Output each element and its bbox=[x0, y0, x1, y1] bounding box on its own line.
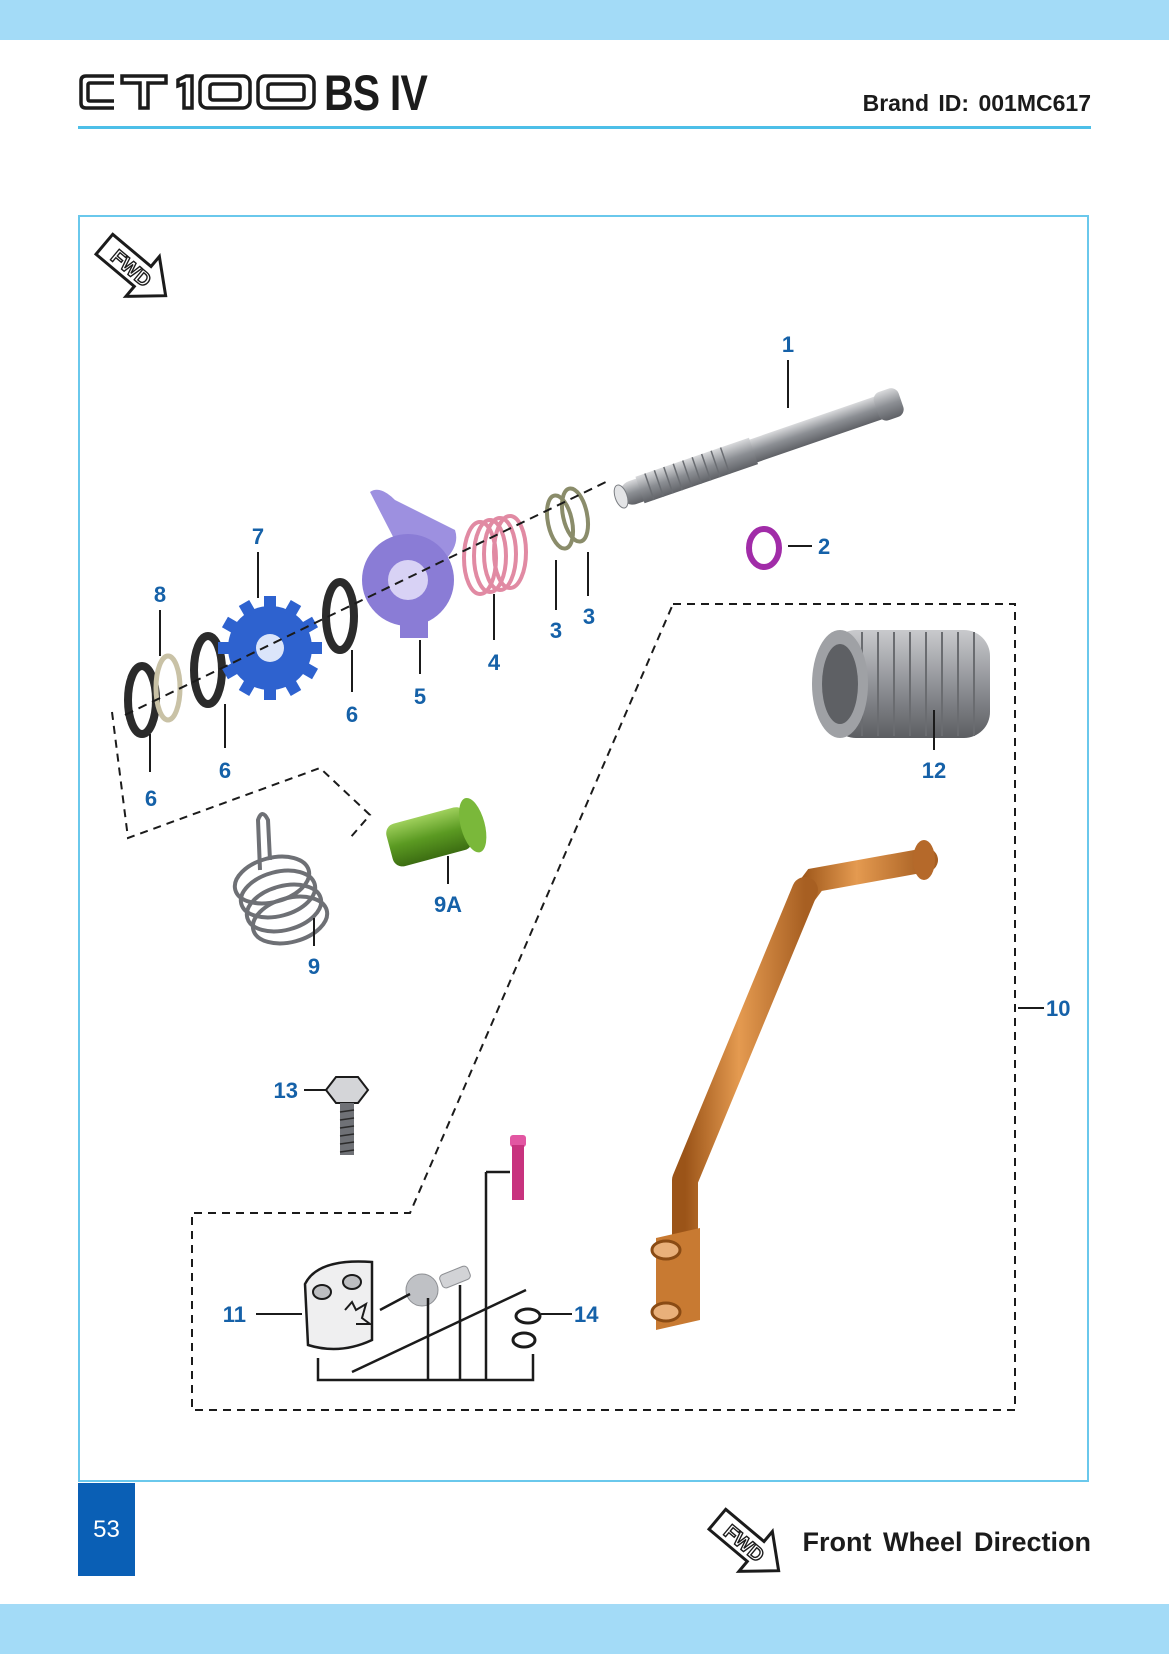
page-number: 53 bbox=[78, 1483, 135, 1576]
callout-13: 13 bbox=[274, 1078, 298, 1103]
callout-6b: 6 bbox=[219, 758, 231, 783]
pin bbox=[510, 1135, 526, 1200]
part-7-gear bbox=[218, 596, 322, 700]
callout-6c: 6 bbox=[145, 786, 157, 811]
brand-id: Brand ID: 001MC617 bbox=[862, 90, 1091, 116]
callout-3a: 3 bbox=[550, 618, 562, 643]
callout-9: 9 bbox=[308, 954, 320, 979]
part-14-circlips bbox=[511, 1307, 542, 1349]
part-1-kick-shaft bbox=[613, 388, 904, 509]
subassembly-outline-right bbox=[191, 603, 1016, 1411]
model-suffix: BS IV bbox=[324, 65, 428, 121]
callout-14: 14 bbox=[574, 1302, 599, 1327]
callout-numbers: 1 2 3 3 4 5 6 6 6 7 8 9 9A 10 11 12 13 1… bbox=[145, 332, 1071, 1327]
ct100-logo bbox=[79, 74, 316, 110]
part-8-thin-washer bbox=[153, 653, 183, 723]
part-9-return-spring bbox=[232, 812, 330, 946]
callout-3b: 3 bbox=[583, 604, 595, 629]
callout-2: 2 bbox=[818, 534, 830, 559]
part-4-spring bbox=[462, 514, 528, 596]
ball-spring bbox=[439, 1265, 471, 1289]
part-10-kick-lever bbox=[650, 840, 938, 1330]
part-9a-bush bbox=[386, 797, 487, 867]
callout-7: 7 bbox=[252, 524, 264, 549]
callout-10: 10 bbox=[1046, 996, 1070, 1021]
callout-11: 11 bbox=[223, 1302, 246, 1327]
header-rule bbox=[78, 126, 1091, 129]
callout-8: 8 bbox=[154, 582, 166, 607]
fwd-legend-icon: FWD bbox=[706, 1507, 781, 1573]
bottom-band bbox=[0, 1604, 1169, 1654]
callout-6a: 6 bbox=[346, 702, 358, 727]
callout-4: 4 bbox=[488, 650, 501, 675]
fwd-arrow-icon: FWD bbox=[93, 232, 168, 298]
ball bbox=[405, 1273, 439, 1307]
part-13-bolt bbox=[324, 1076, 370, 1155]
callout-leader-lines bbox=[149, 360, 1044, 1315]
part-5-ratchet bbox=[362, 489, 457, 638]
diagram-frame bbox=[78, 215, 1089, 1482]
assembly-connection-lines bbox=[316, 1170, 535, 1382]
fwd-legend-text: Front Wheel Direction bbox=[802, 1527, 1091, 1557]
part-2-o-ring bbox=[746, 526, 782, 570]
callout-1: 1 bbox=[782, 332, 794, 357]
callout-9a: 9A bbox=[434, 892, 462, 917]
page-header: BS IV Brand ID: 001MC617 bbox=[78, 62, 1091, 128]
part-11-holder bbox=[303, 1260, 374, 1351]
subassembly-outline-left bbox=[111, 711, 372, 840]
top-band bbox=[0, 0, 1169, 40]
part-3-washers bbox=[544, 486, 591, 551]
callout-5: 5 bbox=[414, 684, 426, 709]
callout-12: 12 bbox=[922, 758, 946, 783]
part-12-grip bbox=[812, 630, 990, 738]
